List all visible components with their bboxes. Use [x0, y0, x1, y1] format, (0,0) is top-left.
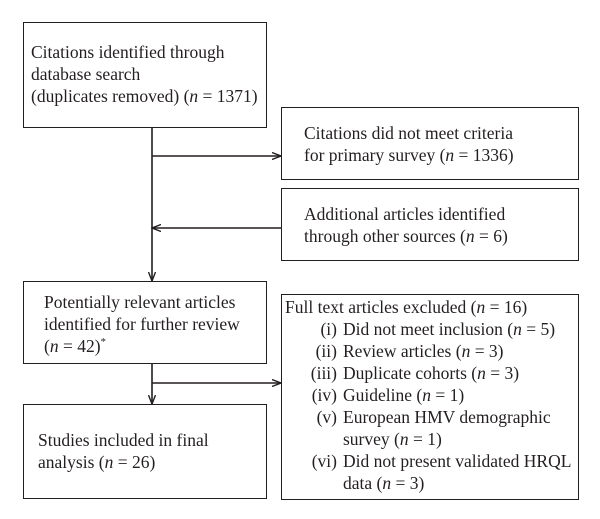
box-citations-identified: Citations identified through database se… — [23, 22, 267, 128]
exclusion-item: (iii)Duplicate cohorts (n = 3) — [310, 363, 520, 383]
box-text-line: for primary survey (n = 1336) — [304, 145, 514, 165]
box-text-line: analysis (n = 26) — [38, 452, 156, 472]
exclusion-item: (iv)Guideline (n = 1) — [311, 385, 465, 405]
exclusion-item-continuation: survey (n = 1) — [343, 429, 442, 449]
box-citations-not-met-criteria: Citations did not meet criteria for prim… — [281, 107, 579, 180]
exclusion-item: (v)European HMV demographic — [316, 407, 551, 427]
box-studies-included: Studies included in final analysis (n = … — [23, 404, 267, 499]
box-text-line: Additional articles identified — [304, 204, 506, 224]
exclusion-item: (i)Did not meet inclusion (n = 5) — [320, 319, 556, 339]
footnote-marker: * — [100, 336, 107, 349]
box-additional-articles: Additional articles identified through o… — [281, 188, 579, 261]
exclusion-item: (vi)Did not present validated HRQL — [311, 451, 572, 471]
excluded-header: Full text articles excluded (n = 16) — [285, 297, 528, 317]
box-text-line: database search — [31, 64, 141, 84]
box-text-line: Citations identified through — [31, 42, 225, 62]
box-text-line: identified for further review — [44, 314, 240, 334]
box-text-line: (n = 42)* — [44, 336, 107, 356]
box-text-line: through other sources (n = 6) — [304, 226, 508, 246]
box-full-text-excluded: Full text articles excluded (n = 16) (i)… — [281, 294, 579, 500]
exclusion-item-continuation: data (n = 3) — [343, 473, 425, 493]
box-text-line: Potentially relevant articles — [44, 292, 236, 312]
box-text-line: (duplicates removed) (n = 1371) — [31, 86, 258, 106]
box-text-line: Studies included in final — [38, 430, 209, 450]
box-potentially-relevant: Potentially relevant articles identified… — [23, 281, 267, 364]
exclusion-item: (ii)Review articles (n = 3) — [315, 341, 504, 361]
box-text-line: Citations did not meet criteria — [304, 123, 513, 143]
